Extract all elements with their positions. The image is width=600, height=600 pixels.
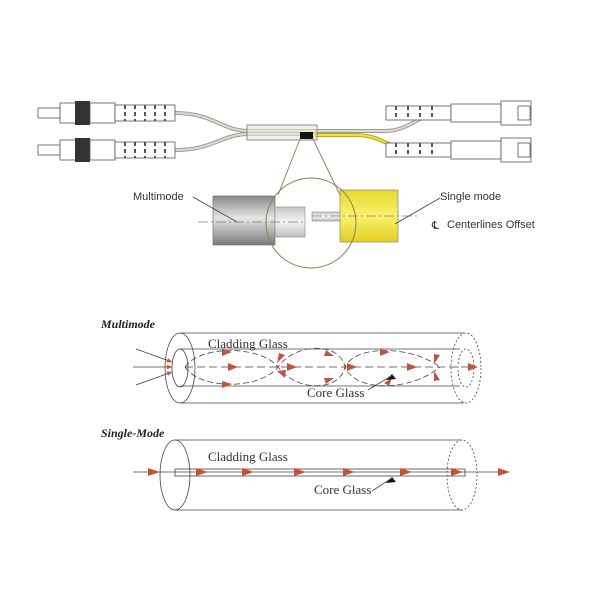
multimode-cladding-label: Cladding Glass — [208, 336, 288, 351]
singlemode-core-label: Core Glass — [314, 482, 371, 497]
splice-sleeve — [246, 124, 318, 141]
centerline-symbol: ℄ — [431, 220, 439, 232]
mode-ray-upper — [184, 350, 441, 386]
centerline-label: Centerlines Offset — [447, 219, 535, 231]
magnified-splice: Multimode Single mode ℄ Centerlines Offs… — [133, 138, 535, 269]
singlemode-title: Single-Mode — [101, 426, 165, 440]
patch-cable-assembly — [37, 100, 532, 163]
singlemode-fiber — [311, 211, 343, 222]
singlemode-leader — [394, 197, 441, 225]
singlemode-core — [174, 468, 466, 477]
multimode-leader — [192, 196, 238, 223]
singlemode-label: Single mode — [440, 191, 501, 203]
st-connector-top — [37, 101, 176, 125]
singlemode-fiber-diagram: Single-Mode Cladding Glass Core Glass — [101, 426, 510, 511]
multimode-core-label: Core Glass — [307, 385, 364, 400]
singlemode-cladding-label: Cladding Glass — [208, 449, 288, 464]
multimode-cylinder — [212, 195, 276, 246]
multimode-title: Multimode — [100, 317, 156, 331]
cladding-end-left — [159, 439, 191, 511]
splice-point — [300, 132, 313, 139]
multimode-label: Multimode — [133, 191, 184, 203]
lc-connector-top — [385, 100, 532, 126]
axial-arrows — [228, 363, 478, 371]
mode-arrows — [222, 349, 440, 388]
cladding-end-left — [164, 332, 196, 404]
singlemode-arrows — [148, 468, 510, 476]
multimode-fiber-diagram: Multimode Cladding Glass Core Glass — [100, 317, 482, 404]
st-connector-bottom — [37, 138, 176, 162]
lc-connector-bottom — [385, 137, 532, 163]
magnifier-circle — [265, 177, 357, 269]
